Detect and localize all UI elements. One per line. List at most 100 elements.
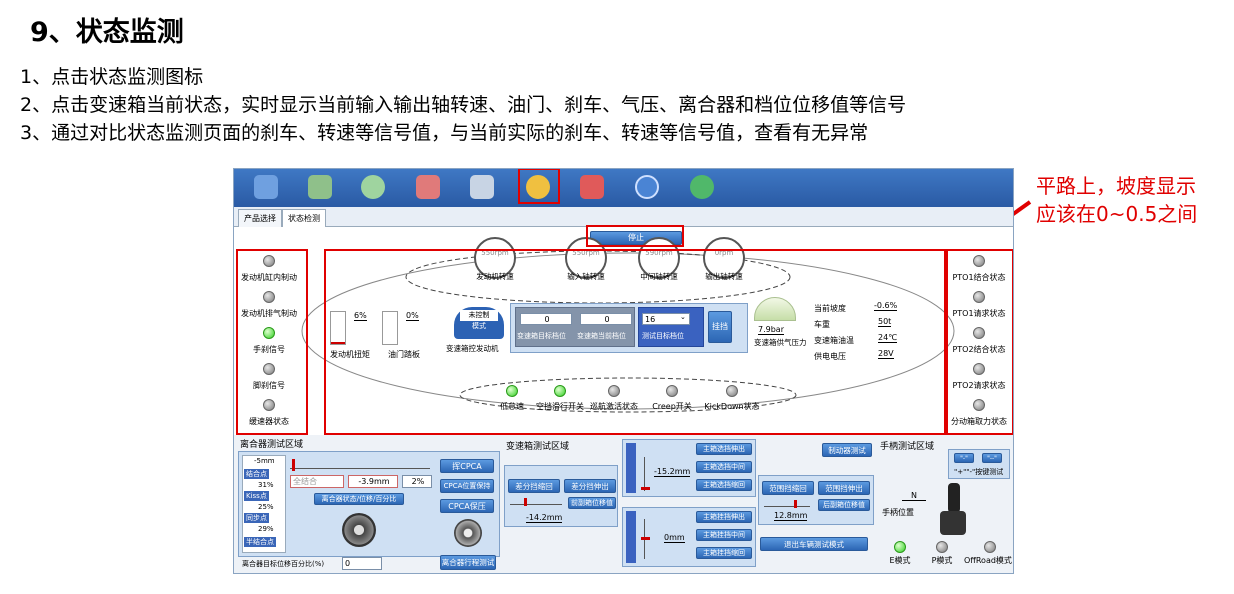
output-shaft-gauge: 0rpm bbox=[703, 237, 745, 279]
highlight-right-signals bbox=[944, 249, 1013, 435]
gearbox-section-title: 变速箱测试区域 bbox=[506, 442, 570, 452]
signal-label: 发动机排气制动 bbox=[241, 309, 297, 318]
main-shift-middle-button[interactable]: 主箱挂挡中间 bbox=[696, 529, 752, 541]
current-gear-field: 0 bbox=[580, 313, 632, 325]
led-offroad-mode bbox=[984, 541, 996, 553]
cpca-button[interactable]: 挥CPCA bbox=[440, 459, 494, 473]
step-1: 1、点击状态监测图标 bbox=[20, 66, 204, 88]
signal-label: PTO1结合状态 bbox=[952, 273, 1006, 282]
countershaft-value: 590rpm bbox=[645, 249, 673, 257]
handle-position-value: N bbox=[902, 491, 926, 501]
split-extend-button[interactable]: 差分挡伸出 bbox=[564, 479, 616, 493]
weight-label: 车重 bbox=[814, 320, 830, 329]
main-select-middle-button[interactable]: 主箱选挡中间 bbox=[696, 461, 752, 473]
range-slider[interactable] bbox=[764, 500, 810, 508]
highlight-stop-button bbox=[586, 225, 684, 247]
target-gear-field: 0 bbox=[520, 313, 572, 325]
document-icon[interactable] bbox=[470, 175, 494, 199]
tab-status-monitor[interactable]: 状态检测 bbox=[282, 209, 326, 227]
step-2: 2、点击变速箱当前状态，实时显示当前输入输出轴转速、油门、刹车、气压、离合器和档… bbox=[20, 94, 907, 116]
gauge-monitor-icon[interactable] bbox=[526, 175, 550, 199]
highlight-left-signals bbox=[236, 249, 308, 435]
led-retarder bbox=[263, 399, 275, 411]
globe-icon[interactable] bbox=[690, 175, 714, 199]
range-extend-button[interactable]: 范围挡伸出 bbox=[818, 481, 870, 495]
range-slider-handle[interactable] bbox=[794, 500, 797, 508]
tab-product-select[interactable]: 产品选择 bbox=[238, 209, 282, 227]
range-position-button[interactable]: 后副箱位移值 bbox=[818, 499, 870, 511]
double-minus-key-button[interactable]: "--" bbox=[982, 453, 1002, 463]
clutch-slider[interactable] bbox=[290, 459, 430, 471]
clutch-travel-test-button[interactable]: 离合器行程测试 bbox=[440, 555, 496, 570]
main-select-return-button[interactable]: 主箱选挡缩回 bbox=[696, 479, 752, 491]
input-shaft-value: 550rpm bbox=[572, 249, 600, 257]
control-mode-indicator: 未控制 模式 bbox=[454, 307, 504, 339]
control-mode-line1: 未控制 bbox=[460, 310, 498, 321]
led-creep bbox=[666, 385, 678, 397]
minus-key-button[interactable]: "-" bbox=[954, 453, 974, 463]
sync-point-value: 29% bbox=[258, 525, 274, 533]
engine-speed-gauge: 550rpm bbox=[474, 237, 516, 279]
slope-note: 平路上，坡度显示 应该在0~0.5之间 bbox=[1036, 172, 1197, 228]
input-shaft-label: 输入轴转速 bbox=[567, 272, 605, 281]
clutch-disc-icon bbox=[342, 513, 376, 547]
air-pressure-label: 变速箱供气压力 bbox=[754, 338, 807, 347]
cpca-release-button[interactable]: CPCA保压 bbox=[440, 499, 494, 513]
mode-label: P模式 bbox=[931, 556, 953, 565]
engine-torque-bar bbox=[330, 311, 346, 345]
test-gear-select[interactable]: 16 bbox=[642, 313, 690, 325]
engine-speed-value: 550rpm bbox=[481, 249, 509, 257]
current-gear-label: 变速箱当前档位 bbox=[577, 332, 626, 340]
signal-label: PTO2请求状态 bbox=[952, 381, 1006, 390]
split-slider[interactable] bbox=[510, 498, 562, 506]
main-shift-slider-handle[interactable] bbox=[641, 537, 650, 540]
split-slider-handle[interactable] bbox=[524, 498, 527, 506]
range-return-button[interactable]: 范围挡缩回 bbox=[762, 481, 814, 495]
control-mode-line2: 模式 bbox=[472, 322, 486, 330]
led-pto2-request bbox=[973, 363, 985, 375]
highlight-main-monitor bbox=[324, 249, 948, 435]
range-value: 12.8mm bbox=[774, 511, 808, 521]
calculator-icon[interactable] bbox=[308, 175, 332, 199]
led-low-idle bbox=[506, 385, 518, 397]
engine-torque-label: 发动机扭矩 bbox=[330, 350, 370, 359]
engage-gear-button[interactable]: 挂挡 bbox=[708, 311, 732, 343]
slope-note-line-2: 应该在0~0.5之间 bbox=[1036, 202, 1198, 226]
test-area: 离合器测试区域 -5mm 结合点 31% Kiss点 25% 同步点 29% 半… bbox=[234, 435, 1013, 573]
main-select-extend-button[interactable]: 主箱选挡伸出 bbox=[696, 443, 752, 455]
main-shift-tag bbox=[626, 511, 636, 563]
car-icon[interactable] bbox=[580, 175, 604, 199]
engine-speed-label: 发动机转速 bbox=[476, 272, 514, 281]
main-select-slider-handle[interactable] bbox=[641, 487, 650, 490]
signal-label: 脚刹信号 bbox=[253, 381, 285, 390]
exit-vehicle-test-button[interactable]: 退出车辆测试模式 bbox=[760, 537, 868, 551]
led-cruise-active bbox=[608, 385, 620, 397]
clutch-status-button[interactable]: 离合器状态/位移/百分比 bbox=[314, 493, 404, 505]
split-position-button[interactable]: 前副箱位移值 bbox=[568, 497, 616, 509]
split-return-button[interactable]: 差分挡缩回 bbox=[508, 479, 560, 493]
plug-icon[interactable] bbox=[254, 175, 278, 199]
clutch-state-field: 全结合 bbox=[290, 475, 344, 488]
cpca-hold-button[interactable]: CPCA位置保持 bbox=[440, 479, 494, 493]
tab-bar: 产品选择 状态检测 bbox=[234, 207, 1013, 227]
gear-icon[interactable] bbox=[361, 175, 385, 199]
main-shift-extend-button[interactable]: 主箱挂挡伸出 bbox=[696, 511, 752, 523]
help-icon[interactable] bbox=[635, 175, 659, 199]
throttle-bar bbox=[382, 311, 398, 345]
countershaft-label: 中间轴转速 bbox=[640, 272, 678, 281]
handle-section-title: 手柄测试区域 bbox=[880, 442, 935, 452]
led-pto1-engaged bbox=[973, 255, 985, 267]
main-shift-value: 0mm bbox=[664, 533, 685, 543]
chart-icon[interactable] bbox=[416, 175, 440, 199]
brake-test-button[interactable]: 制动器测试 bbox=[822, 443, 872, 457]
clutch-target-select[interactable]: 0 bbox=[342, 557, 382, 570]
led-engine-exhaust-brake bbox=[263, 291, 275, 303]
chevron-down-icon[interactable]: ⌄ bbox=[680, 313, 686, 321]
slope-note-line-1: 平路上，坡度显示 bbox=[1036, 174, 1196, 198]
main-select-slider[interactable] bbox=[641, 457, 650, 491]
clutch-section-title: 离合器测试区域 bbox=[240, 440, 304, 450]
main-shift-slider[interactable] bbox=[641, 519, 650, 559]
clutch-percent-field: 2% bbox=[402, 475, 432, 488]
main-shift-return-button[interactable]: 主箱挂挡缩回 bbox=[696, 547, 752, 559]
clutch-slider-handle[interactable] bbox=[292, 459, 295, 471]
